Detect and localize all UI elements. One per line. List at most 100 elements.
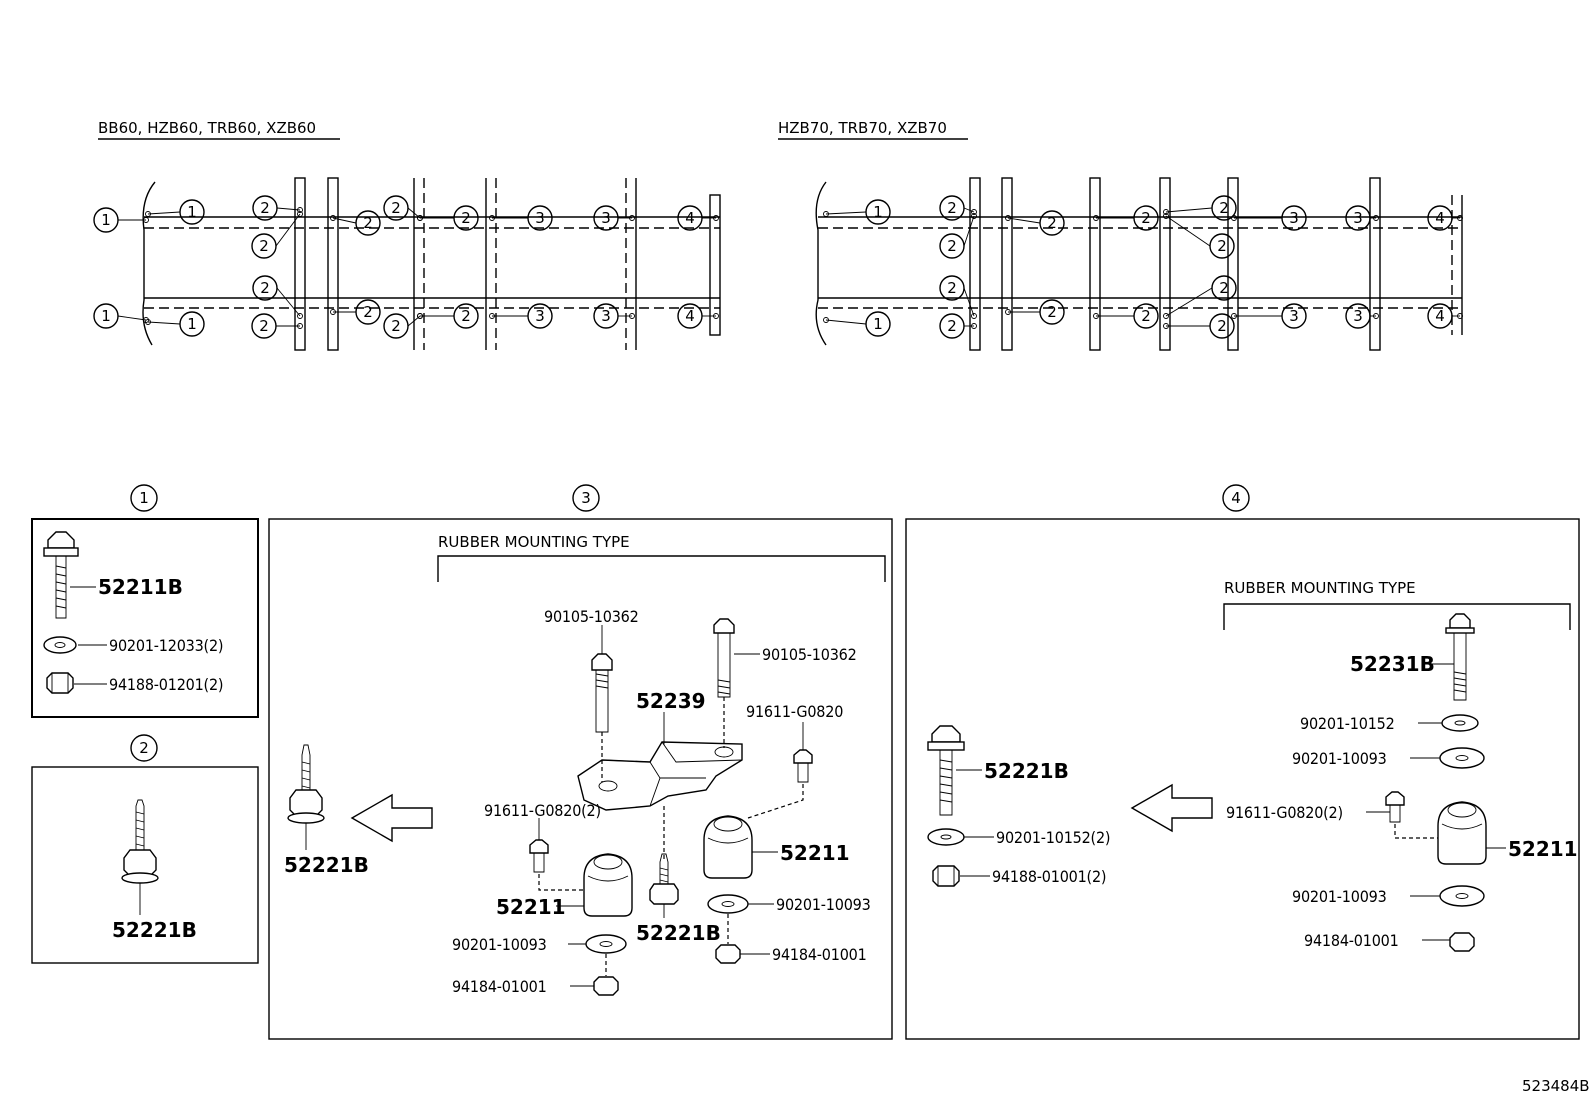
diagram-number: 523484B	[1522, 1077, 1590, 1095]
callout-right_callouts_top-3: 2	[1005, 210, 1065, 236]
part-91611-d3-a: 91611-G0820	[746, 702, 843, 721]
callout-left_callouts_top-8: 3	[593, 205, 635, 231]
part-91611-d3-b: 91611-G0820(2)	[484, 801, 601, 820]
callout-label: 1	[101, 211, 111, 229]
callout-right_callouts_bottom-8: 3	[1345, 303, 1379, 329]
callout-left_callouts_top-2: 2	[252, 195, 303, 221]
part-94188-01201: 94188-01201(2)	[109, 675, 223, 694]
callout-label: 2	[947, 237, 957, 255]
callout-left_callouts_top-4: 2	[330, 210, 381, 236]
detail-1-panel: 1 52211B 90201-12033(2) 94188-01201(2)	[31, 484, 259, 718]
callout-right_callouts_bottom-1: 2	[939, 275, 977, 319]
callout-label: 2	[259, 237, 269, 255]
callout-left_callouts_bottom-4: 2	[330, 299, 381, 325]
callout-label: 3	[1289, 307, 1299, 325]
callout-left_callouts_top-9: 4	[677, 205, 719, 231]
callout-label: 2	[461, 307, 471, 325]
part-52221B-d3-left: 52221B	[284, 853, 369, 877]
callout-label: 4	[1435, 307, 1445, 325]
part-52239: 52239	[636, 689, 706, 713]
part-90201-10152-2-d4: 90201-10152(2)	[996, 828, 1110, 847]
callout-label: 2	[1047, 214, 1057, 232]
callout-right_callouts_top-0: 1	[823, 199, 891, 225]
callout-left_callouts_bottom-0: 1	[93, 303, 149, 329]
callout-label: 2	[259, 317, 269, 335]
callout-right_callouts_bottom-6: 2	[1163, 313, 1235, 339]
callout-right_callouts_bottom-7: 3	[1231, 303, 1307, 329]
d4-rubber-heading: RUBBER MOUNTING TYPE	[1224, 579, 1416, 597]
callout-right_callouts_top-9: 4	[1427, 205, 1463, 231]
right-frame-title: HZB70, TRB70, XZB70	[778, 119, 947, 137]
callout-right_callouts_top-2: 2	[939, 213, 977, 259]
callout-right_callouts_bottom-9: 4	[1427, 303, 1463, 329]
callout-label: 2	[461, 209, 471, 227]
callout-right_callouts_bottom-3: 2	[1005, 299, 1065, 325]
part-94188-01001-d4: 94188-01001(2)	[992, 867, 1106, 886]
left-frame-drawing	[142, 177, 721, 351]
detail-2-panel: 2 52221B	[31, 734, 259, 964]
callout-right_callouts_bottom-2: 2	[939, 313, 977, 339]
right-frame-drawing	[815, 177, 1463, 351]
callout-label: 1	[187, 203, 197, 221]
part-90201-12033: 90201-12033(2)	[109, 636, 223, 655]
callout-label: 4	[685, 209, 695, 227]
part-52211-d3-left: 52211	[496, 895, 566, 919]
callout-label: 3	[1353, 209, 1363, 227]
part-94184-d3-left: 94184-01001	[452, 977, 547, 996]
detail-3-panel: 3 RUBBER MOUNTING TYPE 52221B 90105-1036…	[268, 484, 893, 1040]
callout-label: 3	[601, 209, 611, 227]
callout-right_callouts_top-1: 2	[939, 195, 977, 221]
part-94184-d4: 94184-01001	[1304, 931, 1399, 950]
part-52211-d3-right: 52211	[780, 841, 850, 865]
left-frame-title: BB60, HZB60, TRB60, XZB60	[98, 119, 316, 137]
callout-label: 2	[1141, 209, 1151, 227]
callout-label: 2	[1141, 307, 1151, 325]
callout-label: 2	[1047, 303, 1057, 321]
callout-label: 1	[873, 315, 883, 333]
callout-label: 2	[391, 199, 401, 217]
callout-left_callouts_bottom-7: 3	[489, 303, 553, 329]
callout-left_callouts_top-1: 1	[145, 199, 205, 225]
callout-label: 3	[601, 307, 611, 325]
callout-right_callouts_bottom-4: 2	[1093, 303, 1159, 329]
callout-left_callouts_bottom-9: 4	[677, 303, 719, 329]
part-52221B-d3-mid: 52221B	[636, 921, 721, 945]
callout-left_callouts_bottom-5: 2	[383, 313, 423, 339]
callout-label: 2	[260, 279, 270, 297]
callout-label: 2	[363, 303, 373, 321]
callout-right_callouts_top-4: 2	[1093, 205, 1159, 231]
callout-label: 2	[1217, 237, 1227, 255]
part-90201-d3-right: 90201-10093	[776, 895, 871, 914]
callout-label: 2	[947, 279, 957, 297]
callout-label: 3	[1289, 209, 1299, 227]
callout-left_callouts_top-6: 2	[417, 205, 479, 231]
callout-right_callouts_bottom-0: 1	[823, 311, 891, 337]
callout-label: 2	[947, 317, 957, 335]
part-52211B: 52211B	[98, 575, 183, 599]
callout-left_callouts_bottom-2: 2	[252, 275, 303, 319]
callout-left_callouts_top-3: 2	[251, 211, 303, 259]
callout-left_callouts_bottom-1: 1	[145, 311, 205, 337]
part-52211-d4: 52211	[1508, 837, 1578, 861]
part-90201-d3-left: 90201-10093	[452, 935, 547, 954]
part-90201-10093-d4-b: 90201-10093	[1292, 887, 1387, 906]
callout-label: 1	[101, 307, 111, 325]
callout-label: 2	[947, 199, 957, 217]
detail-1-number: 1	[139, 489, 149, 507]
callout-label: 1	[187, 315, 197, 333]
callout-label: 2	[1219, 199, 1229, 217]
callout-right_callouts_top-5: 2	[1163, 195, 1237, 221]
detail-4-number: 4	[1231, 489, 1241, 507]
part-52221B-detail2: 52221B	[112, 918, 197, 942]
part-91611-d4: 91611-G0820(2)	[1226, 803, 1343, 822]
d3-rubber-heading: RUBBER MOUNTING TYPE	[438, 533, 630, 551]
callout-right_callouts_top-7: 3	[1231, 205, 1307, 231]
callout-label: 4	[1435, 209, 1445, 227]
part-90105-d3-b: 90105-10362	[762, 645, 857, 664]
callout-left_callouts_bottom-8: 3	[593, 303, 635, 329]
callout-label: 2	[391, 317, 401, 335]
detail-4-panel: 4 RUBBER MOUNTING TYPE 52231B 90201-1015…	[905, 484, 1580, 1040]
callout-right_callouts_bottom-5: 2	[1163, 275, 1237, 319]
part-52231B: 52231B	[1350, 652, 1435, 676]
